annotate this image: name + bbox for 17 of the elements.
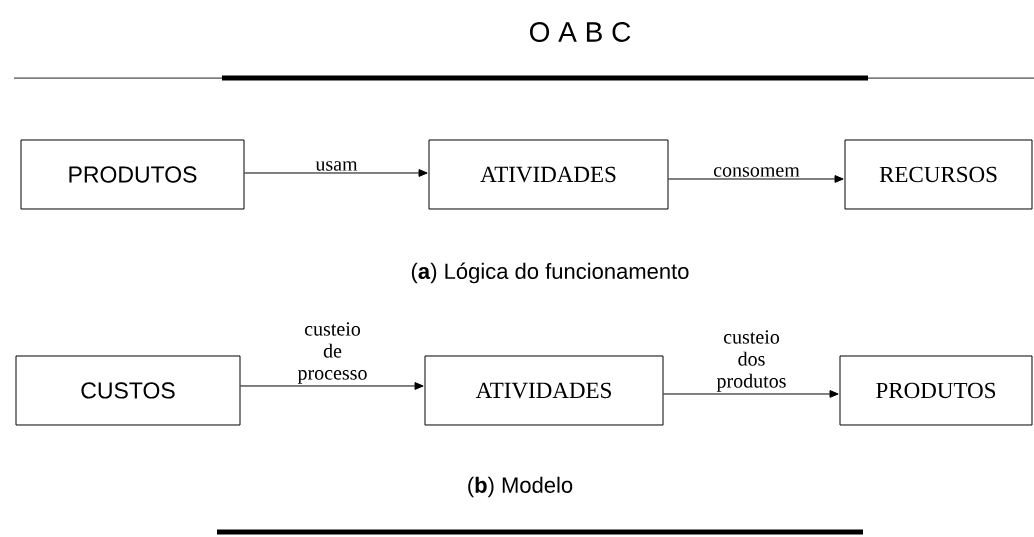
edge-label: custeio de processo (297, 322, 367, 384)
caption: (a) Lógica do funcionamento (411, 262, 689, 284)
arrow (663, 390, 839, 398)
process-box: ATIVIDADES (428, 139, 669, 210)
arrow (244, 169, 428, 177)
process-box: CUSTOS (15, 355, 241, 426)
title: O A B C (530, 22, 631, 42)
process-box: ATIVIDADES (424, 355, 664, 426)
process-box: PRODUTOS (20, 139, 245, 210)
edge-label: custeio dos produtos (716, 330, 786, 392)
edge-label: usam (315, 161, 358, 171)
process-box: PRODUTOS (839, 355, 1033, 426)
process-box: RECURSOS (844, 139, 1033, 210)
edge-label: consomem (713, 167, 800, 177)
arrow (240, 382, 424, 390)
arrow (668, 175, 844, 183)
caption: (b) Modelo (468, 476, 573, 498)
